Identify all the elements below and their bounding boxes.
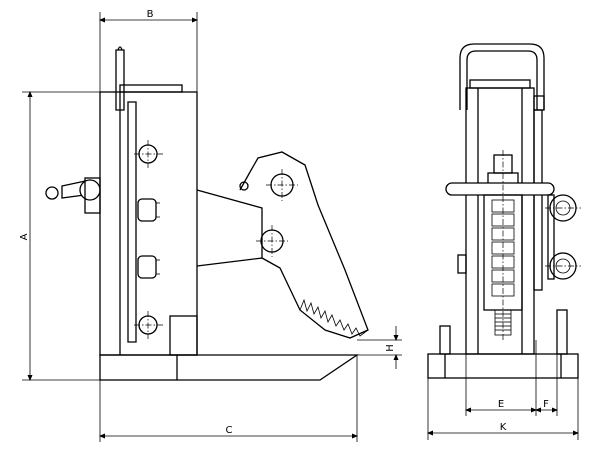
crossbar — [445, 182, 555, 196]
dim-label-a: A — [19, 233, 30, 240]
threaded-stud — [494, 309, 512, 336]
front-base — [427, 353, 579, 379]
dim-label-c: C — [226, 425, 233, 436]
cam-holes — [256, 169, 298, 257]
dim-label-f: F — [543, 399, 549, 410]
side-view — [45, 46, 369, 381]
bolts — [137, 198, 160, 279]
dim-label-e: E — [498, 399, 504, 410]
side-dimensions — [22, 12, 402, 442]
top-handle — [459, 43, 545, 110]
serrated-teeth — [299, 298, 369, 337]
front-dimensions — [427, 340, 579, 440]
lever-arm — [196, 189, 263, 267]
top-cap — [119, 84, 183, 93]
cam-jaw — [249, 151, 369, 339]
dim-label-h: H — [385, 344, 396, 352]
dim-label-b: B — [147, 9, 154, 20]
side-discs — [545, 194, 581, 280]
side-handle — [45, 177, 101, 214]
front-view — [427, 43, 581, 379]
lock-plate — [127, 101, 137, 343]
base-block — [99, 354, 178, 381]
base-jaw-tongue — [177, 354, 360, 381]
dim-label-k: K — [500, 422, 507, 433]
body-holes — [134, 140, 164, 339]
